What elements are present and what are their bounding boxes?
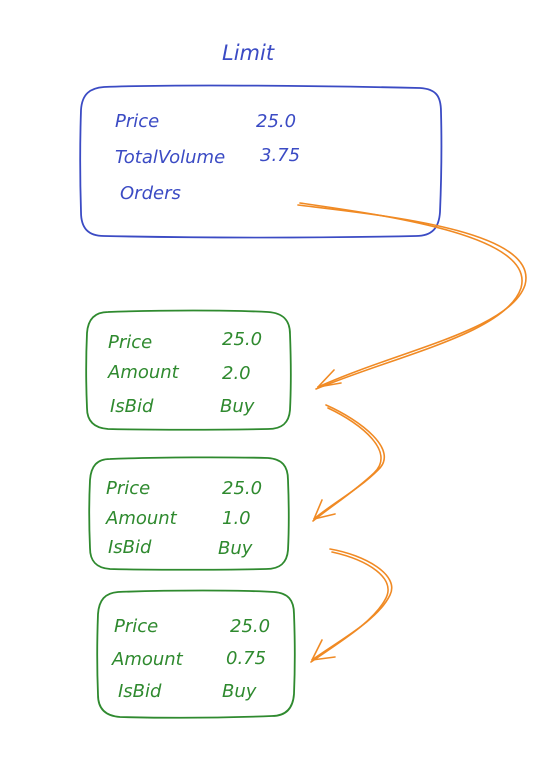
order-isbid-value: Buy xyxy=(218,538,253,559)
arrow-second-to-third xyxy=(310,548,393,663)
limit-box xyxy=(79,84,443,239)
order-price-label: Price xyxy=(114,616,158,637)
order-price-label: Price xyxy=(108,332,152,353)
limit-volume-label: TotalVolume xyxy=(115,147,225,168)
order-price-value: 25.0 xyxy=(230,616,270,637)
order-isbid-label: IsBid xyxy=(108,537,152,558)
order-price-value: 25.0 xyxy=(222,329,262,350)
order-amount-value: 0.75 xyxy=(226,648,266,669)
limit-price-label: Price xyxy=(115,111,159,132)
order-node: Price 25.0 Amount 0.75 IsBid Buy xyxy=(96,589,296,719)
order-node: Price 25.0 Amount 2.0 IsBid Buy xyxy=(85,309,292,431)
order-amount-value: 1.0 xyxy=(222,508,251,529)
order-isbid-label: IsBid xyxy=(110,396,154,417)
order-node: Price 25.0 Amount 1.0 IsBid Buy xyxy=(88,456,290,571)
order-box xyxy=(88,456,290,571)
order-isbid-value: Buy xyxy=(220,396,255,417)
order-isbid-label: IsBid xyxy=(118,681,162,702)
order-price-value: 25.0 xyxy=(222,478,262,499)
limit-title: Limit xyxy=(222,41,275,65)
arrow-orders-to-first xyxy=(297,202,527,390)
order-box xyxy=(96,589,296,719)
order-amount-value: 2.0 xyxy=(222,363,251,384)
limit-node: Price 25.0 TotalVolume 3.75 Orders xyxy=(79,84,443,239)
order-price-label: Price xyxy=(106,478,150,499)
order-amount-label: Amount xyxy=(111,649,184,670)
order-box xyxy=(85,309,292,431)
limit-volume-value: 3.75 xyxy=(260,145,300,166)
order-amount-label: Amount xyxy=(105,508,178,529)
arrow-first-to-second xyxy=(312,404,386,522)
limit-price-value: 25.0 xyxy=(256,111,296,132)
order-isbid-value: Buy xyxy=(222,681,257,702)
limit-orders-label: Orders xyxy=(120,183,181,204)
order-amount-label: Amount xyxy=(107,362,180,383)
